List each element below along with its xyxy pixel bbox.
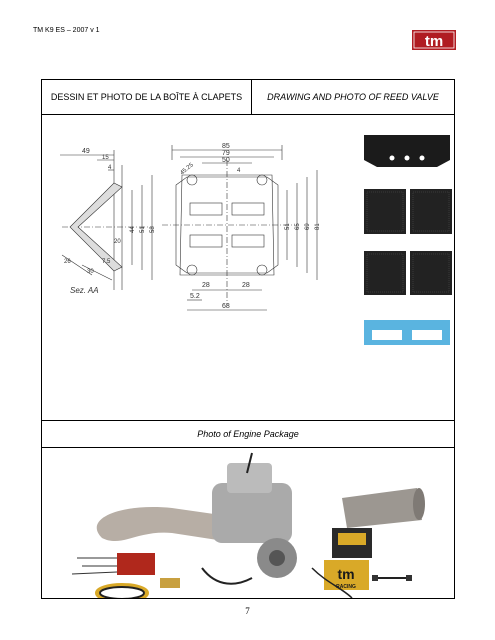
photo-caption: Photo of Engine Package: [42, 421, 454, 448]
dim-15: 15: [102, 155, 109, 161]
reed-valve-photo: [364, 135, 452, 345]
dim-4-top: 4: [237, 168, 241, 174]
dim-28-right: 28: [242, 282, 250, 289]
technical-drawing: 49 15 4 44 51 58 26 30 7.5 20 Sez. AA: [60, 135, 452, 345]
dim-79: 79: [222, 150, 230, 157]
dim-68: 68: [222, 303, 230, 310]
dim-30: 30: [87, 269, 94, 275]
dim-7-5: 7.5: [102, 259, 111, 265]
dim-44: 44: [130, 226, 136, 233]
dim-4: 4: [108, 165, 112, 171]
engine-package-photo-area: tm RACING: [42, 448, 454, 603]
page-number: 7: [245, 606, 250, 616]
tm-logo: tm: [412, 30, 456, 50]
dim-28-left: 28: [202, 282, 210, 289]
table-header-row: DESSIN ET PHOTO DE LA BOÎTE À CLAPETS DR…: [42, 80, 454, 115]
dim-51: 51: [140, 226, 146, 233]
document-id: TM K9 ES – 2007 v 1: [33, 27, 100, 34]
dim-58: 58: [150, 226, 156, 233]
dim-51-right: 51: [285, 223, 291, 230]
dim-81: 81: [315, 223, 321, 230]
section-label: Sez. AA: [70, 286, 99, 295]
dim-69: 69: [305, 223, 311, 230]
badge-text: tm: [337, 566, 354, 582]
dim-50: 50: [222, 157, 230, 164]
section-view: [60, 150, 153, 290]
badge-subtext: RACING: [336, 584, 356, 590]
dim-5-2: 5.2: [190, 293, 200, 300]
dim-49: 49: [82, 148, 90, 155]
header-cell-french: DESSIN ET PHOTO DE LA BOÎTE À CLAPETS: [42, 80, 252, 114]
dim-26: 26: [64, 259, 71, 265]
front-view: [162, 145, 318, 311]
header-cell-english: DRAWING AND PHOTO OF REED VALVE: [267, 92, 439, 102]
dim-45-25: 45.25: [179, 162, 195, 177]
dim-20: 20: [114, 239, 121, 245]
dim-85: 85: [222, 143, 230, 150]
content-table: DESSIN ET PHOTO DE LA BOÎTE À CLAPETS DR…: [41, 79, 455, 603]
reed-valve-drawing-area: 49 15 4 44 51 58 26 30 7.5 20 Sez. AA: [42, 115, 454, 421]
logo-text: tm: [425, 33, 443, 50]
racing-badge: [324, 560, 369, 590]
dim-65: 65: [295, 223, 301, 230]
engine-package-photo: tm RACING: [71, 452, 425, 603]
